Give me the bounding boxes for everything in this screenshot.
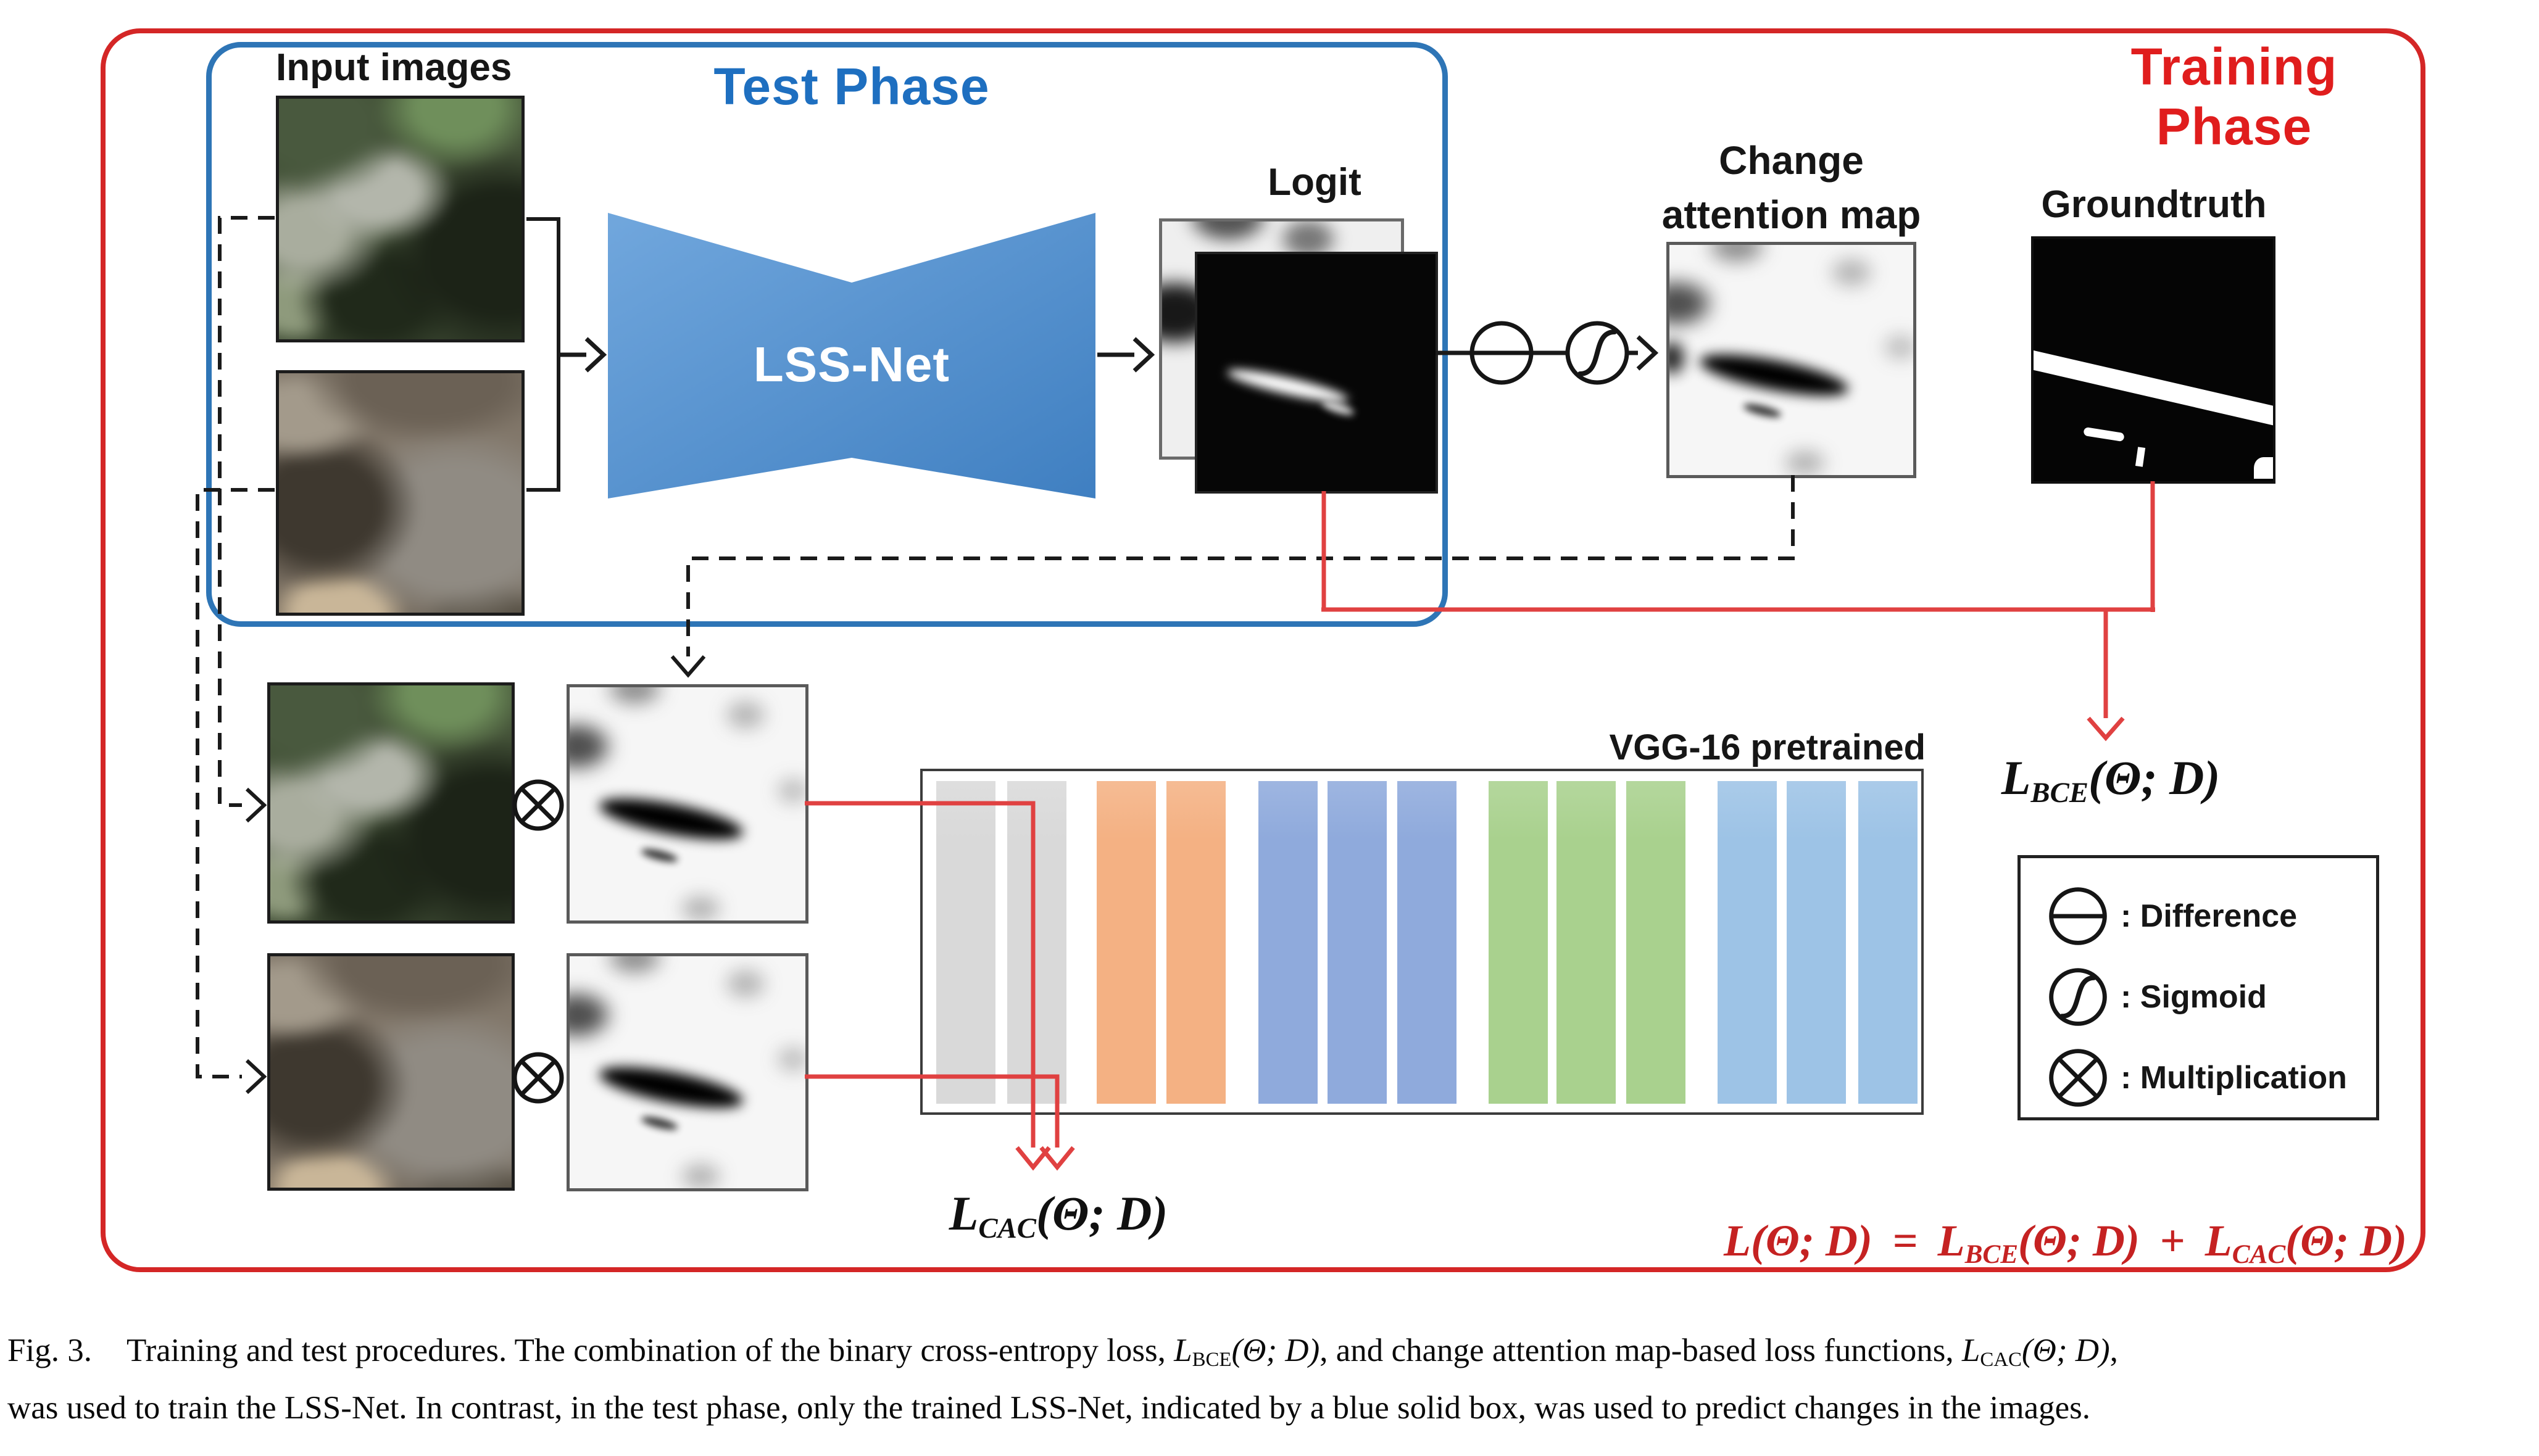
vgg-layer-bar [1397, 781, 1456, 1104]
eq-bce-sub: BCE [1964, 1240, 2019, 1270]
eq-cac-sub: CAC [2232, 1240, 2286, 1270]
vgg-layer-bar [1556, 781, 1616, 1104]
vgg-layer-bar [1007, 781, 1066, 1104]
figure-caption: Fig. 3. Training and test procedures. The… [7, 1326, 2534, 1432]
legend-box: : Difference : Sigmoid : Multiplication [2017, 855, 2379, 1120]
equals-sign: = [1892, 1216, 1918, 1265]
caption-math-cac: L [1961, 1333, 1980, 1368]
test-phase-label: Test Phase [713, 57, 990, 115]
groundtruth-corner-blob [2253, 457, 2273, 479]
plus-sign: + [2159, 1216, 2185, 1265]
loss-bce-args: (Θ; D) [2088, 751, 2221, 805]
vgg-backbone-box [920, 769, 1924, 1115]
vgg-pretrained-label: VGG-16 pretrained [1609, 727, 1926, 767]
legend-row-multiplication: : Multiplication [2021, 1046, 2376, 1110]
input-image-t1-texture [279, 99, 522, 339]
caption-math-bce-args: (Θ; D) [1231, 1333, 1320, 1368]
training-phase-box [101, 28, 2425, 1272]
caption-math-bce-sub: BCE [1192, 1349, 1232, 1371]
cam-label-line1: Change [1719, 138, 1864, 183]
vgg-layer-bar [1626, 781, 1685, 1104]
loss-cac-label: LCAC(Θ; D) [913, 1186, 1203, 1245]
attention-map-product-2 [567, 953, 808, 1191]
legend-multiplication-label: : Multiplication [2121, 1060, 2347, 1096]
vgg-layer-bar [1258, 781, 1318, 1104]
eq-cac-args: (Θ; D) [2285, 1216, 2407, 1265]
change-attention-map-image [1666, 242, 1916, 478]
input-image-t1 [276, 96, 525, 342]
groundtruth-small-dash [2083, 427, 2126, 442]
logit-label: Logit [1268, 161, 1361, 204]
caption-math-cac-args: (Θ; D) [2021, 1333, 2110, 1368]
input-image-t1-copy-texture [270, 685, 512, 920]
total-loss-lhs: L [1723, 1216, 1751, 1265]
lss-net-shape [608, 213, 1095, 498]
caption-math-bce: L [1174, 1333, 1192, 1368]
eq-cac-main: L [2204, 1216, 2232, 1265]
change-attention-map-label: Change attention map [1623, 133, 1959, 242]
caption-text-2: , and change attention map-based loss fu… [1319, 1333, 1962, 1368]
caption-math-cac-sub: CAC [1980, 1349, 2022, 1371]
logit-map-front [1195, 252, 1438, 494]
difference-icon [2049, 887, 2107, 945]
vgg-layer-bar [1328, 781, 1387, 1104]
vgg-layer-bar [1858, 781, 1918, 1104]
caption-fig-label: Fig. 3. [7, 1333, 92, 1368]
legend-row-difference: : Difference [2021, 884, 2376, 948]
lss-net-label: LSS-Net [753, 337, 950, 392]
input-image-t2-copy-texture [270, 956, 512, 1188]
caption-text-1: Training and test procedures. The combin… [126, 1333, 1174, 1368]
lss-net-polygon [608, 213, 1095, 498]
sigmoid-icon [2049, 968, 2107, 1026]
multiplication-icon [2049, 1049, 2107, 1107]
legend-row-sigmoid: : Sigmoid [2021, 965, 2376, 1029]
loss-bce-label: LBCE(Θ; D) [1969, 750, 2253, 809]
input-images-label: Input images [276, 46, 512, 89]
eq-bce-main: L [1937, 1216, 1965, 1265]
loss-bce-sub: BCE [2030, 777, 2088, 809]
vgg-layer-bar [1489, 781, 1548, 1104]
input-image-t2-texture [279, 373, 522, 613]
legend-sigmoid-label: : Sigmoid [2121, 979, 2267, 1015]
caption-text-3: , [2109, 1333, 2118, 1368]
input-image-t2 [276, 370, 525, 616]
groundtruth-small-tick [2135, 447, 2145, 468]
loss-cac-main: L [949, 1186, 979, 1240]
vgg-layer-bar [1718, 781, 1777, 1104]
groundtruth-image [2031, 236, 2275, 484]
groundtruth-label: Groundtruth [2041, 183, 2267, 226]
input-image-t1-copy [267, 682, 515, 924]
vgg-layer-bar [1097, 781, 1156, 1104]
total-loss-lhs-args: (Θ; D) [1750, 1216, 1872, 1265]
groundtruth-change-band [2034, 347, 2273, 431]
caption-line-2: was used to train the LSS-Net. In contra… [7, 1390, 2091, 1426]
caption-line-1: Fig. 3. Training and test procedures. The… [7, 1326, 2534, 1384]
loss-cac-sub: CAC [978, 1212, 1036, 1245]
vgg-layer-bar [936, 781, 995, 1104]
training-phase-label: Training Phase [2130, 38, 2338, 155]
loss-bce-main: L [2001, 751, 2031, 805]
cam-label-line2: attention map [1661, 192, 1921, 237]
cam-edge-blob [1669, 341, 1684, 374]
vgg-layer-bar [1166, 781, 1226, 1104]
vgg-layer-bar [1787, 781, 1846, 1104]
total-loss-equation: L(Θ; D)=LBCE(Θ; D)+LCAC(Θ; D) [1666, 1215, 2417, 1270]
loss-cac-args: (Θ; D) [1036, 1186, 1168, 1240]
legend-difference-label: : Difference [2121, 898, 2298, 934]
eq-bce-args: (Θ; D) [2018, 1216, 2140, 1265]
attention-map-product-1 [567, 684, 808, 924]
input-image-t2-copy [267, 953, 515, 1191]
